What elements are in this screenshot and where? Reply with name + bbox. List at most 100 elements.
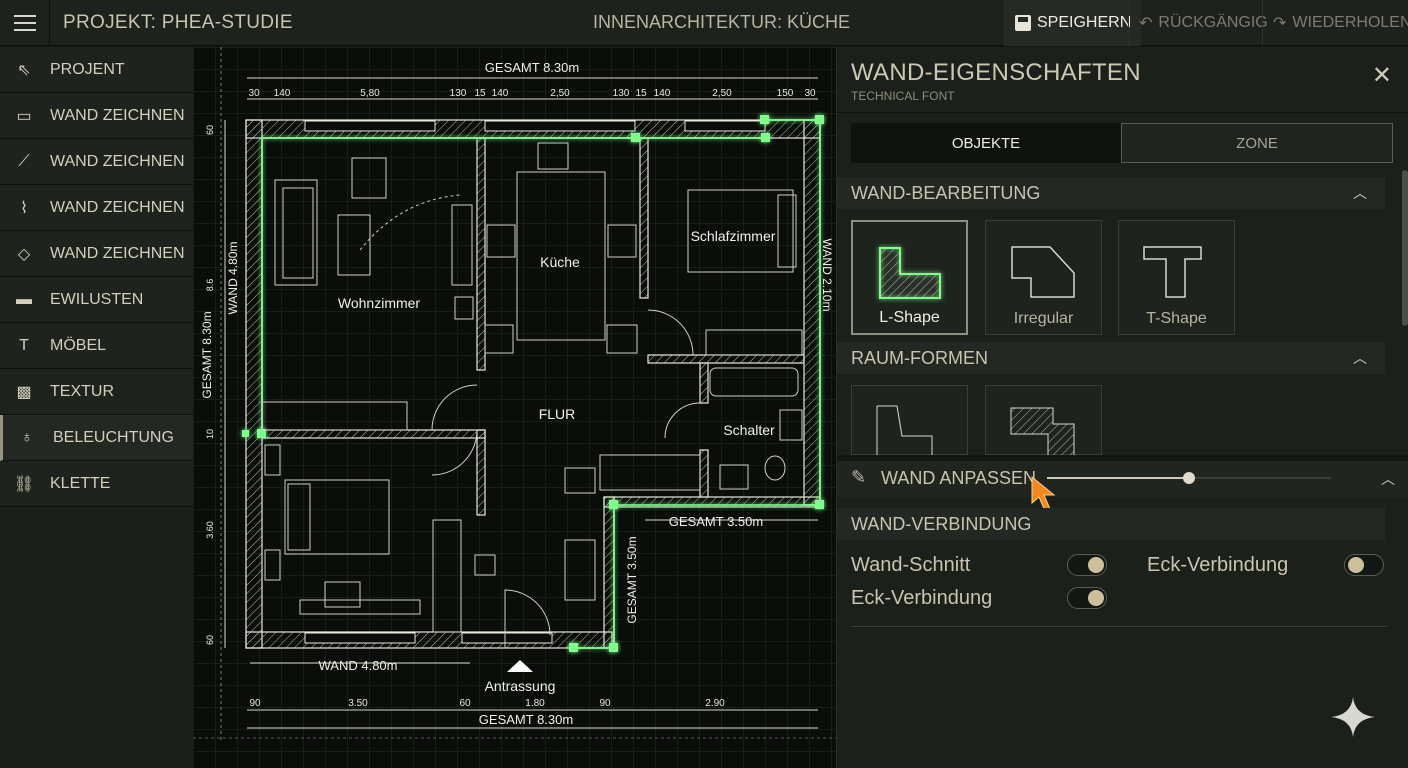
dimension-label: 15 [635, 88, 647, 99]
sidebar-item-label: KLETTE [50, 474, 111, 492]
dimension-label: 140 [492, 88, 509, 99]
t-shape-icon [1143, 246, 1202, 298]
wand-anpassen-row: ✎ WAND ANPASSEN ︿ [837, 461, 1408, 497]
dimension-label: WAND 4.80m [319, 658, 398, 673]
scrollbar[interactable] [1402, 170, 1408, 326]
top-bar: PROJEKT: PHEA-STUDIE INNENARCHITEKTUR: K… [0, 0, 1408, 46]
entrance-arrow-icon [507, 660, 533, 672]
sidebar-item-7[interactable]: ▩TEXTUR [0, 369, 193, 415]
sidebar-item-label: WAND ZEICHNEN [50, 198, 185, 216]
chain-icon: ⛓ [13, 475, 35, 493]
dimension-label: 5,80 [360, 88, 380, 99]
save-button[interactable]: SPEIGHERN [1004, 0, 1142, 46]
sidebar-item-2[interactable]: ⟋WAND ZEICHNEN [0, 139, 193, 185]
sidebar-item-0[interactable]: ⇖PROJENT [0, 47, 193, 93]
page-title: INNENARCHITEKTUR: KÜCHE [593, 12, 851, 32]
save-icon [1015, 15, 1031, 31]
section-wand-bearbeitung[interactable]: WAND-BEARBEITUNG︿ [837, 177, 1385, 209]
dimension-label: 60 [205, 125, 215, 135]
project-title: PROJEKT: PHEA-STUDIE [63, 11, 293, 33]
dimension-label: 60 [459, 698, 471, 709]
section-wand-verbindung: WAND-VERBINDUNG [837, 508, 1385, 540]
furniture [261, 142, 803, 648]
dimension-label: 150 [777, 88, 794, 99]
properties-panel: WAND-EIGENSCHAFTEN TECHNICAL FONT ✕ OBJE… [836, 47, 1408, 768]
eck-verbindung-toggle-2[interactable] [1067, 587, 1107, 609]
dimension-label: GESAMT 8.30m [479, 712, 573, 727]
dimension-label: 3.50 [348, 698, 368, 709]
floor-plan-canvas[interactable]: Wohnzimmer Küche Schlafzimmer FLUR Schal… [193, 47, 836, 768]
toggle-label: Eck-Verbindung [1147, 554, 1289, 576]
section-title: WAND-BEARBEITUNG [851, 182, 1041, 203]
dimension-label: GESAMT 3.50m [669, 514, 763, 529]
wand-schnitt-toggle[interactable] [1067, 554, 1107, 576]
tool-sidebar: ⇖PROJENT▭WAND ZEICHNEN⟋WAND ZEICHNEN ⌇ WAN… [0, 47, 193, 768]
adjust-label: WAND ANPASSEN [881, 468, 1037, 488]
sidebar-item-4[interactable]: ◇WAND ZEICHNEN [0, 231, 193, 277]
shape-l-shape[interactable]: L-Shape [851, 220, 968, 335]
close-icon[interactable]: ✕ [1371, 62, 1392, 89]
panel-title: WAND-EIGENSCHAFTEN [851, 59, 1141, 86]
sparkle-icon [1331, 697, 1375, 737]
hamburger-menu-icon[interactable] [0, 0, 50, 46]
undo-button[interactable]: ↶RÜCKGÄNGIG [1128, 0, 1278, 46]
room-shape-2[interactable] [985, 385, 1102, 456]
dimension-label: 130 [450, 88, 467, 99]
curved-wall-icon: ⌇ [20, 199, 28, 217]
sidebar-item-label: BELEUCHTUNG [53, 428, 174, 446]
toggle-label: Eck-Verbindung [851, 587, 993, 609]
sidebar-item-label: MÖBEL [50, 336, 107, 354]
sidebar-item-1[interactable]: ▭WAND ZEICHNEN [0, 93, 193, 139]
dimension-label: 90 [599, 698, 611, 709]
dimension-label: WAND 2.10m [820, 239, 834, 312]
eck-verbindung-toggle[interactable] [1344, 554, 1384, 576]
lamp-icon: T [19, 336, 29, 354]
shape-label: Irregular [1013, 310, 1074, 327]
dimension-label: 130 [613, 88, 630, 99]
section-title: RAUM-FORMEN [851, 347, 988, 368]
sidebar-item-label: WAND ZEICHNEN [50, 244, 185, 262]
room-label: Wohnzimmer [338, 295, 421, 311]
dimension-label: 2,50 [550, 88, 570, 99]
room-shape-1[interactable] [851, 385, 968, 456]
entrance-label: Antrassung [485, 678, 556, 694]
shape-label: L-Shape [879, 309, 940, 326]
room-label: FLUR [539, 406, 576, 422]
toggle-label: Wand-Schnitt [851, 554, 971, 576]
tab-objekte[interactable]: OBJEKTE [851, 123, 1121, 163]
section-raum-formen[interactable]: RAUM-FORMEN︿ [837, 342, 1385, 374]
sidebar-item-8[interactable]: ♁BELEUCHTUNG [0, 415, 193, 461]
undo-label: RÜCKGÄNGIG [1158, 14, 1268, 31]
sofa-icon: ▬ [16, 290, 32, 308]
room-label: Küche [540, 254, 580, 270]
slider-thumb[interactable] [1183, 472, 1195, 484]
cursor-icon: ⇖ [17, 61, 31, 79]
redo-label: WIEDERHOLEN [1292, 14, 1408, 31]
dimension-label: 2,50 [712, 88, 732, 99]
shape-irregular[interactable]: Irregular [985, 220, 1102, 335]
redo-button[interactable]: ↷WIEDERHOLEN [1262, 0, 1408, 46]
dimension-label: GESAMT 3.50m [625, 536, 639, 623]
shape-t-shape[interactable]: T-Shape [1118, 220, 1235, 335]
selection-handles [242, 115, 824, 652]
dimension-label: 30 [248, 88, 260, 99]
sidebar-item-3[interactable]: ⌇ WAND ZEICHNEN [0, 185, 193, 231]
dimension-label: 10 [205, 429, 215, 439]
wall-adjust-slider[interactable] [1047, 472, 1331, 484]
chevron-up-icon[interactable]: ︿ [1381, 471, 1395, 487]
sidebar-item-label: TEXTUR [50, 382, 114, 400]
room-label: Schlafzimmer [691, 228, 776, 244]
room-label: Schalter [723, 422, 775, 438]
irregular-shape-icon [1011, 246, 1075, 298]
sidebar-item-label: WAND ZEICHNEN [50, 152, 185, 170]
dimension-label: GESAMT 8.30m [200, 311, 214, 398]
wrench-icon: ✎ [851, 467, 867, 487]
sidebar-item-6[interactable]: T MÖBEL [0, 323, 193, 369]
dimension-label: 1.80 [525, 698, 545, 709]
sidebar-item-9[interactable]: ⛓ KLETTE [0, 461, 193, 507]
sidebar-item-5[interactable]: ▬EWILUSTEN [0, 277, 193, 323]
dimension-label: WAND 4.80m [226, 242, 240, 315]
tab-zone[interactable]: ZONE [1121, 123, 1393, 163]
panel-subtitle: TECHNICAL FONT [851, 89, 955, 103]
section-title: WAND-VERBINDUNG [851, 513, 1032, 534]
